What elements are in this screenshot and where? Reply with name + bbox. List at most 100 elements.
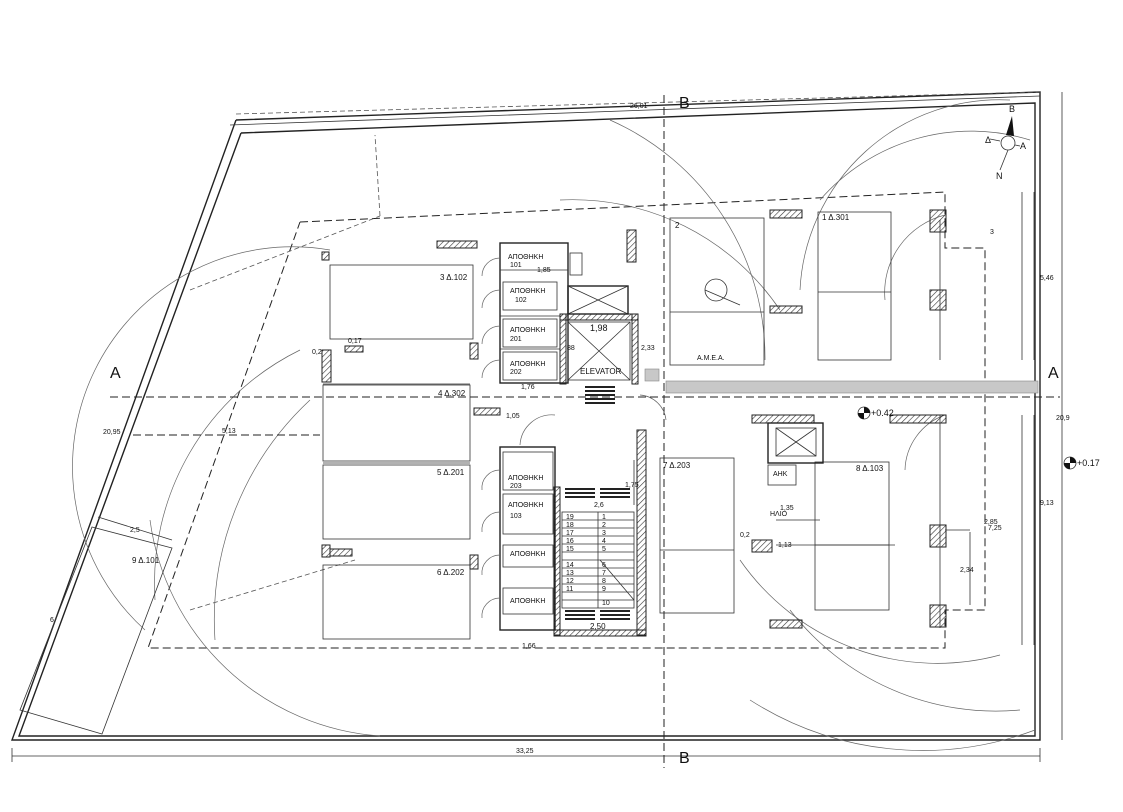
dim-2-33: 2,33 xyxy=(641,345,655,352)
room-3-102: 3 Δ.102 xyxy=(440,273,468,282)
amea-label: Α.Μ.Ε.Α. xyxy=(697,355,725,362)
dim-right-seg-3: 7,25 xyxy=(988,525,1002,532)
storage-201-number: 201 xyxy=(510,336,522,343)
stair-num-18: 18 xyxy=(566,522,574,529)
stair-num-10: 10 xyxy=(602,600,610,607)
stair-num-1: 1 xyxy=(602,514,606,521)
dim-top-length: 26,01 xyxy=(630,103,648,110)
dim-1-05: 1,05 xyxy=(506,413,520,420)
storage-101-label: ΑΠΟΘΗΚΗ xyxy=(508,254,543,261)
elevator-label: ELEVATOR xyxy=(580,367,622,376)
compass-a: A xyxy=(1020,141,1026,151)
compass-n: N xyxy=(996,171,1003,181)
section-b-bottom: B xyxy=(679,750,690,767)
swing-arcs xyxy=(72,99,1036,751)
staircase: 2,6 2,50 1,75 19 18 17 16 15 14 13 12 11… xyxy=(553,429,647,637)
compass-b: B xyxy=(1009,104,1015,114)
section-lines: A A B B xyxy=(110,95,1060,768)
stair-num-4: 4 xyxy=(602,538,606,545)
storage-102-number: 102 xyxy=(515,297,527,304)
right-lower-bays: 7 Δ.203 8 Δ.103 ΑΗΚ ΗΛΙΟ 1,35 0,2 1,13 2… xyxy=(659,414,998,629)
stair-num-15: 15 xyxy=(566,546,574,553)
dim-0-2: 0,2 xyxy=(312,349,322,356)
dim-right-depth: 20,9 xyxy=(1056,415,1070,422)
room-7-203: 7 Δ.203 xyxy=(663,461,691,470)
dim-left-depth: 20,95 xyxy=(103,429,121,436)
dim-2-85: 2,85 xyxy=(984,519,998,526)
stair-landing-top xyxy=(565,488,630,498)
stair-num-14: 14 xyxy=(566,562,574,569)
outer-dimensions: 26,01 33,25 20,95 20,9 5,46 9,13 7,25 xyxy=(11,91,1070,762)
right-upper-bays: 2 Α.Μ.Ε.Α. 1 Δ.301 3 xyxy=(669,209,994,366)
dim-3: 3 xyxy=(990,229,994,236)
dim-1-75: 1,75 xyxy=(625,482,639,489)
stair-num-6: 6 xyxy=(602,562,606,569)
dim-2-34: 2,34 xyxy=(960,567,974,574)
storage-201-label: ΑΠΟΘΗΚΗ xyxy=(510,327,545,334)
storage-upper: ΑΠΟΘΗΚΗ 101 1,85 ΑΠΟΘΗΚΗ 102 ΑΠΟΘΗΚΗ 201… xyxy=(481,242,583,384)
room-2: 2 xyxy=(675,221,680,230)
room-8-103: 8 Δ.103 xyxy=(856,464,884,473)
storage-101-number: 101 xyxy=(510,262,522,269)
stair-landing-bottom xyxy=(565,610,630,620)
room-6-202: 6 Δ.202 xyxy=(437,568,465,577)
dim-right-seg-2: 9,13 xyxy=(1040,500,1054,507)
room-9-101: 9 Δ.101 xyxy=(132,556,160,565)
level-0-42: +0.42 xyxy=(871,408,894,418)
plot-boundary xyxy=(11,91,1041,741)
dim-1-98: 1,98 xyxy=(590,323,608,333)
level-markers: +0.42 +0.17 xyxy=(857,406,1100,470)
storage-203-label: ΑΠΟΘΗΚΗ xyxy=(508,475,543,482)
stair-num-12: 12 xyxy=(566,578,574,585)
dim-2-50: 2,50 xyxy=(590,622,606,631)
dim-1-76: 1,76 xyxy=(521,384,535,391)
dim-1-13: 1,13 xyxy=(778,542,792,549)
storage-202-number: 202 xyxy=(510,369,522,376)
elevator-core: 1,98 88 ELEVATOR 2,33 1,76 xyxy=(519,229,667,446)
dim-1-66: 1,66 xyxy=(522,643,536,650)
level-0-17: +0.17 xyxy=(1077,458,1100,468)
stair-num-19: 19 xyxy=(566,514,574,521)
storage-103-label: ΑΠΟΘΗΚΗ xyxy=(508,502,543,509)
dim-bottom-length: 33,25 xyxy=(516,748,534,755)
compass: B Δ A N xyxy=(985,104,1026,181)
stair-num-13: 13 xyxy=(566,570,574,577)
nao-label: ΗΛΙΟ xyxy=(770,511,788,518)
storage-202-label: ΑΠΟΘΗΚΗ xyxy=(510,361,545,368)
stair-num-5: 5 xyxy=(602,546,606,553)
room-4-302: 4 Δ.302 xyxy=(438,389,466,398)
dim-1-85: 1,85 xyxy=(537,267,551,274)
dim-1-35: 1,35 xyxy=(780,505,794,512)
storage-lower: ΑΠΟΘΗΚΗ 203 ΑΠΟΘΗΚΗ 103 ΑΠΟΘΗΚΗ ΑΠΟΘΗΚΗ … xyxy=(481,413,556,650)
core-entry-steps xyxy=(585,386,615,404)
stair-num-17: 17 xyxy=(566,530,574,537)
dim-right-seg-1: 5,46 xyxy=(1040,275,1054,282)
dim-left-side: 6 xyxy=(50,617,54,624)
stair-num-3: 3 xyxy=(602,530,606,537)
room-5-201: 5 Δ.201 xyxy=(437,468,465,477)
storage-c-label: ΑΠΟΘΗΚΗ xyxy=(510,551,545,558)
storage-203-number: 203 xyxy=(510,483,522,490)
section-a-left: A xyxy=(110,365,121,382)
ahk-label: ΑΗΚ xyxy=(773,471,788,478)
stair-num-8: 8 xyxy=(602,578,606,585)
section-a-right: A xyxy=(1048,365,1059,382)
stair-num-11: 11 xyxy=(566,586,573,593)
dim-0-2b: 0,2 xyxy=(740,532,750,539)
ramp-bay: 2,5 9 Δ.101 6 xyxy=(19,516,173,735)
stair-num-2: 2 xyxy=(602,522,606,529)
left-parking-bays: 3 Δ.102 4 Δ.302 5 Δ.201 6 Δ.202 0,2 0,17… xyxy=(222,240,501,640)
dim-5-13: 5,13 xyxy=(222,428,236,435)
stair-num-16: 16 xyxy=(566,538,574,545)
room-1-301: 1 Δ.301 xyxy=(822,213,850,222)
stair-num-7: 7 xyxy=(602,570,606,577)
dim-0-17: 0,17 xyxy=(348,338,362,345)
storage-d-label: ΑΠΟΘΗΚΗ xyxy=(510,598,545,605)
dim-2-6: 2,6 xyxy=(594,502,604,509)
dim-88: 88 xyxy=(567,345,575,352)
section-b-top: B xyxy=(679,95,690,112)
dim-ramp-width: 2,5 xyxy=(130,527,140,534)
stair-num-9: 9 xyxy=(602,586,606,593)
storage-103-number: 103 xyxy=(510,513,522,520)
